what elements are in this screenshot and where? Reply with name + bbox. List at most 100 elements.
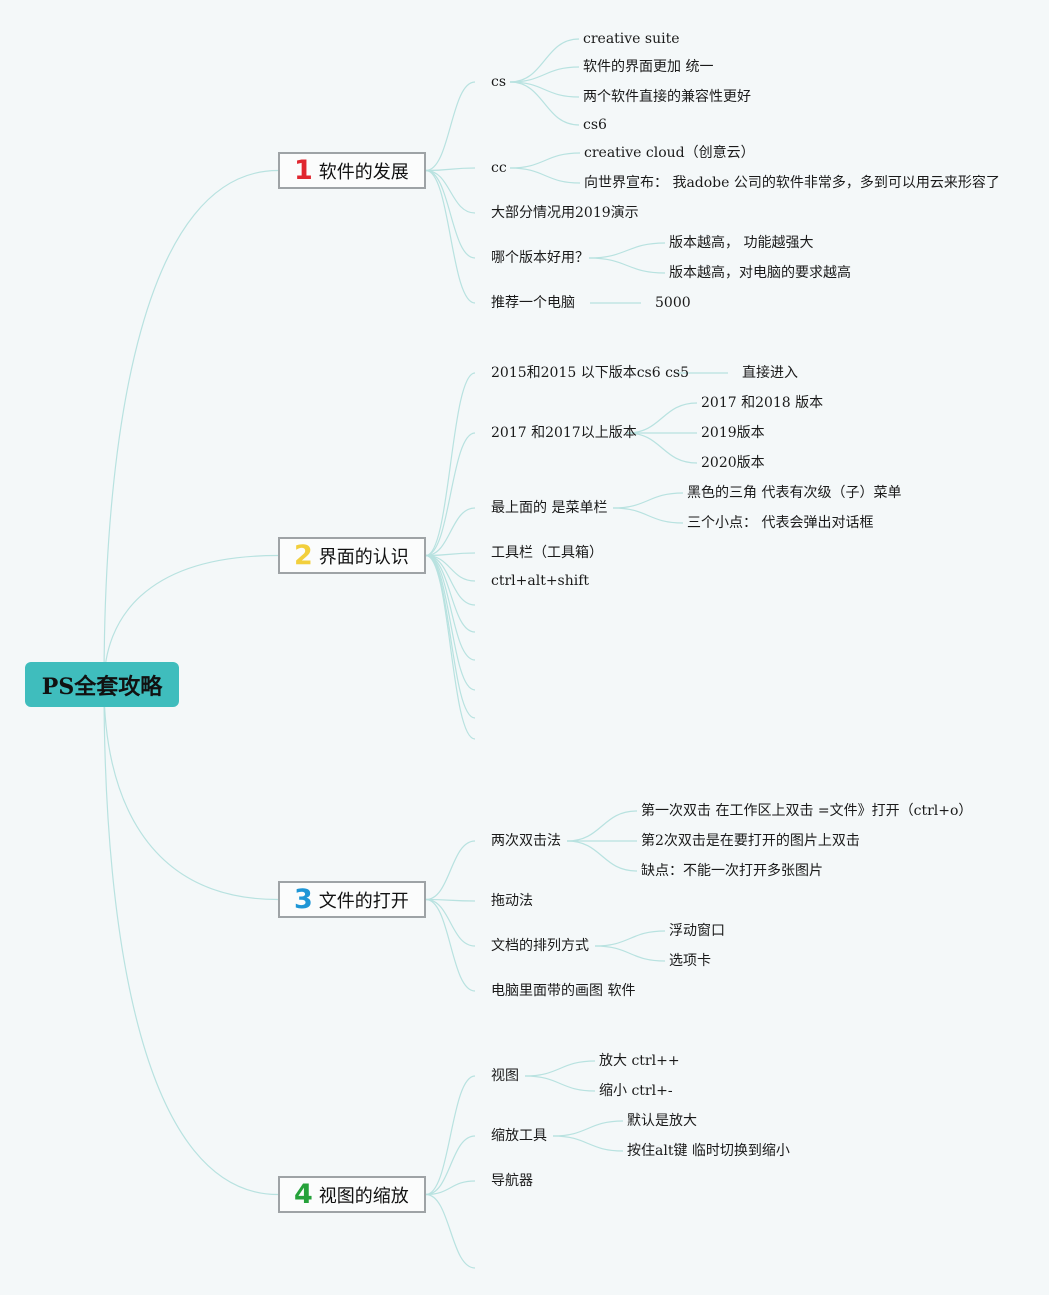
subtopic-node[interactable]: 2017 和2017以上版本	[491, 425, 637, 441]
subtopic-node[interactable]: 最上面的 是菜单栏	[491, 500, 608, 516]
branch-connector	[425, 432, 476, 557]
leaf-node[interactable]: 选项卡	[669, 953, 711, 969]
subtopic-node[interactable]: 缩放工具	[491, 1128, 547, 1144]
branch-connector	[425, 898, 476, 902]
leaf-connector	[552, 1120, 624, 1137]
subtopic-node[interactable]: 文档的排列方式	[491, 938, 589, 954]
branch-connector	[425, 898, 476, 947]
topic-label: 文件的打开	[318, 890, 409, 912]
subtopic-node[interactable]: ctrl+alt+shift	[491, 573, 590, 589]
leaf-connector	[626, 402, 698, 434]
leaf-node[interactable]: 按住alt键 临时切换到缩小	[627, 1143, 790, 1159]
branch-connector	[425, 1193, 476, 1269]
subtopic-node[interactable]: 工具栏（工具箱）	[491, 545, 603, 561]
branch-connector	[425, 554, 476, 719]
leaf-node[interactable]: creative suite	[583, 31, 680, 47]
root-node[interactable]: PS全套攻略	[25, 662, 179, 707]
leaf-connector	[509, 81, 580, 126]
leaf-connector	[566, 840, 638, 872]
topic-label: 视图的缩放	[318, 1185, 409, 1207]
leaf-connector	[509, 152, 581, 169]
leaf-node[interactable]: 2017 和2018 版本	[701, 395, 824, 411]
leaf-node[interactable]: 缩小 ctrl+-	[599, 1083, 673, 1099]
topic-label: 软件的发展	[318, 161, 409, 183]
leaf-node[interactable]: 两个软件直接的兼容性更好	[583, 89, 751, 105]
leaf-node[interactable]: 缺点：不能一次打开多张图片	[641, 863, 823, 879]
branch-connector	[425, 167, 476, 172]
leaf-node[interactable]: 浮动窗口	[669, 923, 725, 939]
leaf-connector	[524, 1060, 596, 1077]
subtopic-node[interactable]: 哪个版本好用？	[491, 250, 589, 266]
leaf-node[interactable]: cs6	[583, 117, 607, 133]
branch-connector	[425, 554, 476, 633]
leaf-connector	[509, 66, 580, 83]
root-connector	[103, 684, 279, 1196]
leaf-connector	[612, 507, 684, 524]
branch-connector	[425, 554, 476, 740]
leaf-node[interactable]: 直接进入	[742, 365, 798, 381]
branch-connector	[425, 554, 476, 606]
leaf-node[interactable]: 默认是放大	[627, 1113, 697, 1129]
topic-label: 界面的认识	[318, 546, 409, 568]
leaf-node[interactable]: creative cloud（创意云）	[584, 145, 755, 161]
leaf-connector	[626, 432, 698, 464]
leaf-connector	[612, 492, 684, 509]
subtopic-node[interactable]: 两次双击法	[491, 833, 561, 849]
subtopic-node[interactable]: 推荐一个电脑	[491, 295, 575, 311]
branch-connector	[425, 554, 476, 661]
leaf-node[interactable]: 向世界宣布： 我adobe 公司的软件非常多，多到可以用云来形容了	[584, 175, 1000, 191]
leaf-node[interactable]: 放大 ctrl++	[599, 1053, 680, 1069]
leaf-node[interactable]: 2019版本	[701, 425, 765, 441]
subtopic-node[interactable]: 2015和2015 以下版本cs6 cs5	[491, 365, 690, 381]
leaf-connector	[552, 1135, 624, 1152]
subtopic-node[interactable]: 视图	[491, 1068, 519, 1084]
branch-connector	[425, 372, 476, 557]
leaf-connector	[524, 1075, 596, 1092]
leaf-connector	[509, 81, 580, 98]
leaf-node[interactable]: 软件的界面更加 统一	[583, 59, 714, 75]
root-connector	[103, 169, 279, 686]
leaf-node[interactable]: 第一次双击 在工作区上双击 =文件》打开（ctrl+o）	[641, 803, 973, 819]
branch-connector	[425, 81, 476, 172]
leaf-connector	[594, 930, 666, 947]
root-connector	[103, 684, 279, 901]
subtopic-node[interactable]: cs	[491, 74, 507, 90]
subtopic-node[interactable]: 导航器	[491, 1173, 533, 1189]
subtopic-node[interactable]: 电脑里面带的画图 软件	[491, 983, 636, 999]
topic-number: 2	[294, 540, 313, 571]
branch-connector	[425, 1180, 476, 1196]
leaf-node[interactable]: 三个小点： 代表会弹出对话框	[687, 515, 874, 531]
branch-connector	[425, 1075, 476, 1196]
leaf-node[interactable]: 黑色的三角 代表有次级（子）菜单	[687, 485, 902, 501]
branch-connector	[425, 554, 476, 582]
topic-number: 4	[294, 1179, 313, 1210]
subtopic-node[interactable]: cc	[491, 160, 507, 176]
leaf-node[interactable]: 版本越高，对电脑的要求越高	[669, 265, 851, 281]
branch-connector	[425, 169, 476, 304]
leaf-connector	[594, 945, 666, 962]
leaf-connector	[588, 257, 666, 274]
branch-connector	[425, 552, 476, 557]
branch-connector	[425, 507, 476, 557]
branch-connector	[425, 554, 476, 691]
leaf-node[interactable]: 版本越高， 功能越强大	[669, 235, 814, 251]
leaf-connector	[588, 242, 666, 259]
leaf-node[interactable]: 第2次双击是在要打开的图片上双击	[641, 833, 860, 849]
leaf-connector	[509, 38, 580, 83]
branch-connector	[425, 840, 476, 901]
subtopic-node[interactable]: 拖动法	[491, 893, 533, 909]
leaf-node[interactable]: 5000	[655, 295, 691, 311]
leaf-connector	[509, 167, 581, 184]
topic-number: 1	[294, 155, 313, 186]
branch-connector	[425, 1135, 476, 1196]
subtopic-node[interactable]: 大部分情况用2019演示	[491, 205, 639, 221]
topic-number: 3	[294, 884, 313, 915]
branch-connector	[425, 169, 476, 214]
root-label: PS全套攻略	[41, 673, 163, 700]
leaf-node[interactable]: 2020版本	[701, 455, 765, 471]
